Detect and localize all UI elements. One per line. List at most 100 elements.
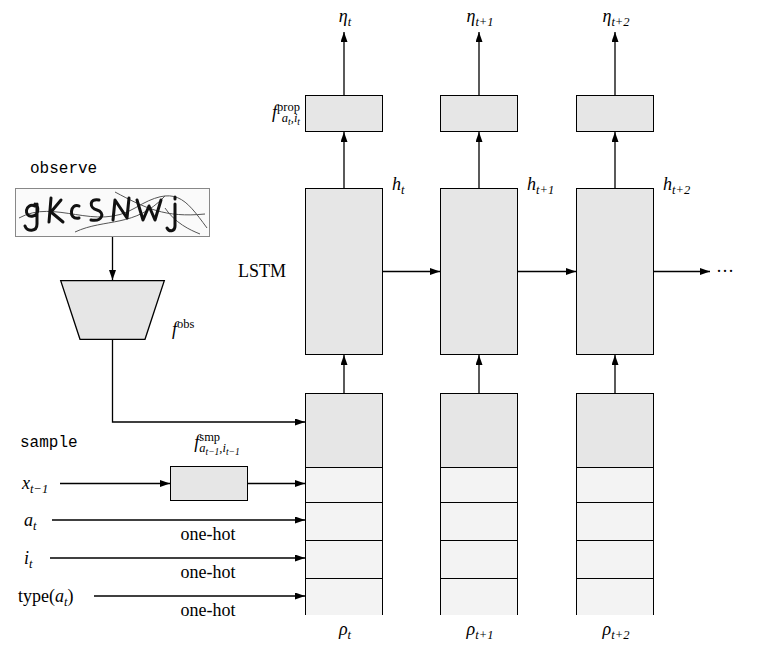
lstm-cell: ht+1 bbox=[440, 188, 518, 355]
captcha-noise bbox=[19, 196, 207, 228]
vector-segment bbox=[577, 540, 653, 578]
text-run: one-hot bbox=[181, 524, 236, 544]
vector-segment bbox=[577, 502, 653, 540]
text-run: h bbox=[663, 174, 672, 194]
output-arrow bbox=[614, 32, 615, 95]
text-run: type( bbox=[18, 586, 55, 606]
output-label: ηt+2 bbox=[602, 5, 629, 29]
text-run: t bbox=[33, 519, 36, 533]
vector-segment bbox=[306, 502, 382, 540]
text-run: t+1 bbox=[475, 15, 493, 29]
state-label: ht+2 bbox=[663, 173, 690, 197]
text-run: observe bbox=[30, 160, 97, 178]
connector-arrow bbox=[248, 483, 305, 484]
text-run: t−1 bbox=[206, 447, 220, 457]
text-run: x bbox=[22, 473, 30, 493]
input-vector: ρt+2 bbox=[576, 393, 654, 615]
trapezoid-outline bbox=[61, 281, 165, 340]
text-run: a bbox=[24, 510, 33, 530]
variable-label: it bbox=[24, 547, 33, 571]
text-run: f bbox=[194, 432, 199, 452]
encoding-label: one-hot bbox=[181, 561, 236, 583]
vector-segment bbox=[306, 540, 382, 578]
input-arrow bbox=[60, 483, 170, 484]
text-run: t bbox=[64, 595, 67, 609]
encoding-label: one-hot bbox=[181, 599, 236, 621]
proposal-box: ηt+1 bbox=[440, 95, 518, 132]
captcha-stroke bbox=[91, 200, 102, 221]
captcha-stroke bbox=[113, 198, 129, 220]
variable-label: type(at) bbox=[18, 585, 73, 609]
captcha-stroke bbox=[71, 205, 79, 218]
captcha-image: observe bbox=[15, 188, 210, 237]
text-run: t−1 bbox=[30, 482, 48, 496]
connector-arrow bbox=[518, 271, 576, 272]
keyword-label: observe bbox=[30, 158, 97, 180]
encoding-label: one-hot bbox=[181, 523, 236, 545]
input-vector: ρt+1 bbox=[440, 393, 518, 615]
text-run: t bbox=[348, 15, 351, 29]
text-run: η bbox=[602, 6, 611, 26]
variable-label: at bbox=[24, 509, 36, 533]
captcha-noise bbox=[75, 196, 165, 232]
captcha-stroke bbox=[137, 200, 161, 220]
connector-arrow bbox=[383, 271, 440, 272]
text-run: t+2 bbox=[611, 15, 629, 29]
proposal-box: ηt+2 bbox=[576, 95, 654, 132]
connector-arrow bbox=[614, 132, 615, 188]
vector-segment bbox=[577, 467, 653, 502]
connector-arrow bbox=[112, 237, 113, 280]
text-run: t−1 bbox=[226, 447, 240, 457]
recurrence-arrow bbox=[654, 271, 710, 272]
input-arrow bbox=[52, 519, 305, 520]
output-arrow bbox=[478, 32, 479, 95]
text-run: f bbox=[172, 319, 177, 339]
text-run: , bbox=[219, 441, 222, 455]
text-run: i bbox=[24, 548, 29, 568]
vector-label: ρt+1 bbox=[467, 618, 494, 642]
text-run: h bbox=[392, 174, 401, 194]
text-run: i bbox=[222, 441, 225, 455]
captcha-frame bbox=[16, 189, 210, 237]
text-run: t bbox=[288, 117, 291, 127]
module-label: LSTM bbox=[238, 260, 286, 282]
keyword-label: sample bbox=[20, 432, 78, 454]
connector-arrow bbox=[478, 132, 479, 188]
text-run: ··· bbox=[716, 261, 734, 281]
text-run: t+1 bbox=[475, 628, 493, 642]
lstm-cell: ht+2 bbox=[576, 188, 654, 355]
text-run: ρ bbox=[603, 619, 612, 639]
text-run: t bbox=[401, 183, 404, 197]
function-label: fobs bbox=[172, 318, 194, 342]
text-run: t bbox=[29, 557, 32, 571]
text-run: one-hot bbox=[181, 600, 236, 620]
vector-segment bbox=[577, 578, 653, 615]
encoder-trapezoid: fobs bbox=[60, 280, 165, 340]
text-run: t bbox=[348, 628, 351, 642]
captcha-stroke bbox=[167, 197, 175, 231]
proposal-box: fpropat,itηt bbox=[305, 95, 383, 132]
embedding-box: fsmpat−1,it−1 bbox=[170, 466, 248, 501]
connector-arrow bbox=[343, 355, 344, 393]
text-run: f bbox=[272, 102, 277, 122]
state-label: ht bbox=[392, 173, 404, 197]
vector-segment bbox=[441, 467, 517, 502]
text-run: t bbox=[297, 117, 300, 127]
output-label: ηt bbox=[339, 5, 351, 29]
text-run: h bbox=[527, 174, 536, 194]
trapezoid-shape bbox=[60, 280, 165, 340]
vector-segment bbox=[441, 502, 517, 540]
input-vector: ρt bbox=[305, 393, 383, 615]
text-run: , bbox=[291, 111, 294, 125]
output-arrow bbox=[343, 32, 344, 95]
text-run: t+1 bbox=[536, 183, 554, 197]
text-run: i bbox=[294, 111, 297, 125]
captcha-stroke bbox=[49, 198, 63, 222]
connector-arrow bbox=[478, 355, 479, 393]
output-label: ηt+1 bbox=[466, 5, 493, 29]
state-label: ht+1 bbox=[527, 173, 554, 197]
text-run: obs bbox=[177, 317, 194, 331]
text-run: a bbox=[199, 441, 205, 455]
lstm-cell: ht bbox=[305, 188, 383, 355]
